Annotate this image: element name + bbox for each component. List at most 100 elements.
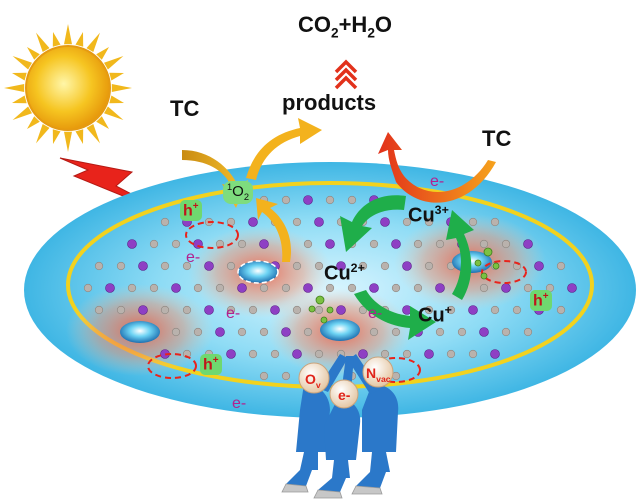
- hole-label: h+: [180, 200, 202, 222]
- carbon-atom: [490, 305, 500, 315]
- sun-ray: [64, 24, 72, 45]
- nitrogen-atom: [336, 305, 346, 315]
- carbon-atom: [237, 327, 247, 337]
- nitrogen-atom: [424, 349, 434, 359]
- sun-ray: [36, 124, 50, 144]
- carbon-atom: [160, 261, 170, 271]
- electron-label: e-: [226, 305, 241, 322]
- carbon-atom: [446, 349, 456, 359]
- sun-ray: [52, 32, 61, 47]
- carbon-atom: [160, 217, 170, 227]
- carbon-atom: [523, 283, 533, 293]
- carbon-atom: [226, 261, 236, 271]
- nitrogen-atom: [336, 261, 346, 271]
- nitrogen-vacancy-label: Nvac: [366, 365, 391, 384]
- nitrogen-atom: [292, 349, 302, 359]
- sun-ray: [109, 95, 124, 104]
- nitrogen-atom: [369, 283, 379, 293]
- carbon-atom: [259, 371, 269, 381]
- carbon-atom: [347, 195, 357, 205]
- cu2-label: Cu2+: [324, 261, 365, 285]
- carbon-atom: [116, 305, 126, 315]
- nitrogen-atom: [226, 349, 236, 359]
- nitrogen-atom: [479, 327, 489, 337]
- sun-ray: [12, 56, 32, 70]
- carbon-atom: [160, 305, 170, 315]
- carbon-atom: [369, 327, 379, 337]
- nitrogen-atom: [380, 217, 390, 227]
- sun-ray: [86, 124, 100, 144]
- tc-right-arrow: [378, 132, 496, 203]
- carbon-atom: [479, 283, 489, 293]
- carbon-atom: [182, 305, 192, 315]
- carbon-atom: [292, 217, 302, 227]
- nitrogen-atom: [468, 305, 478, 315]
- oxygen-vacancy-label: Ov: [305, 371, 321, 390]
- sun-ray: [12, 95, 27, 104]
- nitrogen-atom: [237, 283, 247, 293]
- carbon-atom: [182, 261, 192, 271]
- nitrogen-atom: [490, 349, 500, 359]
- co2-h2o-label: CO2+H2O: [298, 12, 393, 41]
- nitrogen-atom: [204, 305, 214, 315]
- sun-ray: [96, 47, 109, 60]
- carbon-atom: [479, 239, 489, 249]
- nitrogen-atom: [402, 261, 412, 271]
- nitrogen-atom: [281, 327, 291, 337]
- tc-left-label: TC: [170, 96, 200, 121]
- sun-ray: [111, 84, 132, 92]
- carbon-atom: [424, 305, 434, 315]
- electron-label: e-: [232, 395, 247, 412]
- sun-ray: [27, 47, 40, 60]
- carbon-atom: [270, 349, 280, 359]
- carbon-atom: [413, 283, 423, 293]
- carbon-atom: [303, 239, 313, 249]
- sun-ray: [36, 32, 50, 52]
- carbon-atom: [303, 327, 313, 337]
- sun-ray: [75, 129, 84, 144]
- carbon-atom: [325, 283, 335, 293]
- nitrogen-atom: [138, 261, 148, 271]
- carbon-atom: [457, 327, 467, 337]
- carbon-atom: [281, 283, 291, 293]
- carbon-atom: [171, 327, 181, 337]
- carbon-atom: [501, 327, 511, 337]
- sun-ray: [27, 116, 40, 129]
- hole-sites: [147, 221, 527, 383]
- sun-ray: [104, 56, 124, 70]
- carbon-atom: [468, 217, 478, 227]
- carbon-atom: [215, 283, 225, 293]
- carbon-atom: [402, 349, 412, 359]
- chevrons-up: [334, 59, 358, 90]
- carbon-atom: [358, 261, 368, 271]
- figure-icon: [281, 354, 399, 499]
- carbon-atom: [127, 283, 137, 293]
- site-to-singlet-arrow: [256, 198, 292, 262]
- nitrogen-atom: [391, 239, 401, 249]
- sun-ray: [75, 32, 84, 47]
- carbon-nitride-lattice: [83, 195, 577, 381]
- carbon-atom: [193, 283, 203, 293]
- carbon-atom: [347, 283, 357, 293]
- nitrogen-atom: [358, 349, 368, 359]
- nitrogen-atom: [501, 283, 511, 293]
- nitrogen-atom: [534, 261, 544, 271]
- nitrogen-atom: [270, 305, 280, 315]
- nitrogen-atom: [314, 217, 324, 227]
- carbon-atom: [358, 305, 368, 315]
- carbon-atom: [259, 283, 269, 293]
- sun-ray: [12, 106, 32, 120]
- products-out-arrow: [246, 118, 322, 180]
- carbon-atom: [314, 349, 324, 359]
- nitrogen-atom: [567, 283, 577, 293]
- sun-ray: [64, 131, 72, 152]
- cu1-label: Cu+: [418, 303, 452, 327]
- carbon-atom: [435, 327, 445, 337]
- carbon-atom: [237, 239, 247, 249]
- carbon-atom: [391, 327, 401, 337]
- nitrogen-atom: [435, 283, 445, 293]
- nitrogen-atom: [138, 305, 148, 315]
- nitrogen-atom: [215, 327, 225, 337]
- sun-ray: [104, 106, 124, 120]
